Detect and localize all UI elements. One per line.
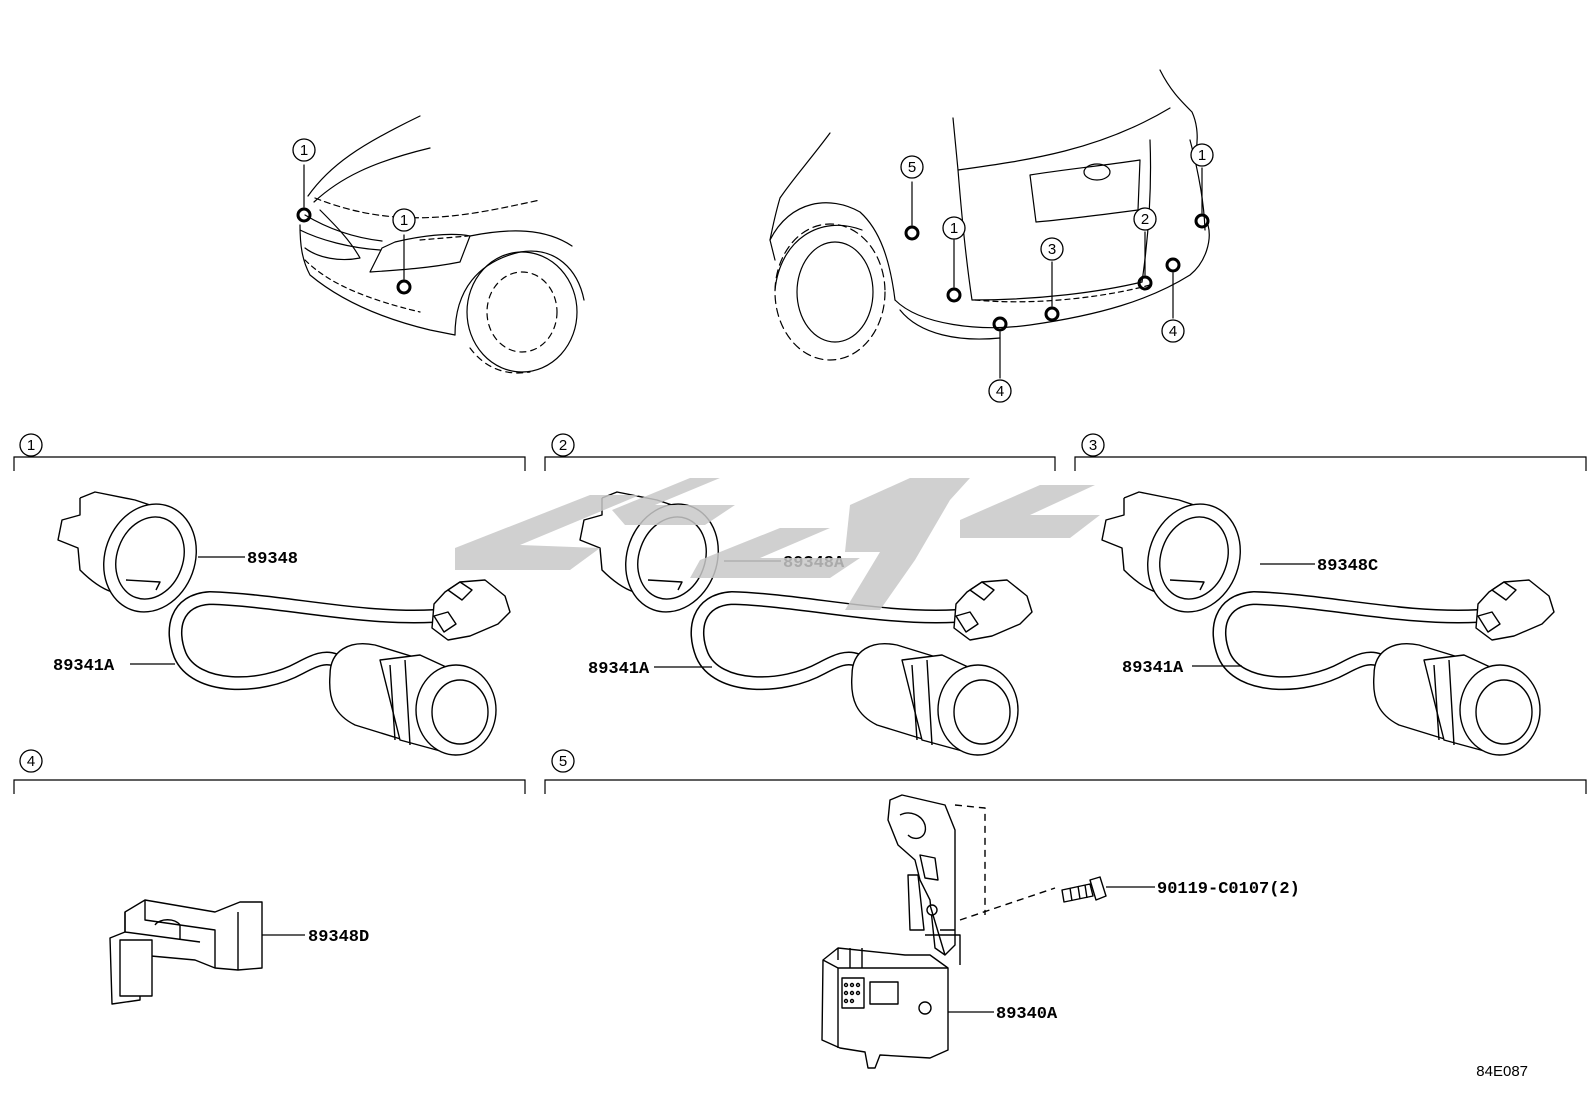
bracket-89348D xyxy=(109,899,263,1005)
sensor-assembly-3 xyxy=(1102,491,1554,755)
part-label-89341A-2: 89341A xyxy=(588,660,650,679)
section-markers: 1 2 3 4 5 xyxy=(19,433,1105,773)
callout-2-rear: 2 xyxy=(1141,211,1149,228)
section-marker-1: 1 xyxy=(27,437,35,454)
module-89340A xyxy=(821,794,1056,1069)
section-marker-5: 5 xyxy=(559,753,567,770)
callout-5-rear: 5 xyxy=(908,159,916,176)
part-label-89341A-1: 89341A xyxy=(53,657,115,676)
callout-1-rear-right: 1 xyxy=(1198,147,1206,164)
part-label-89340A: 89340A xyxy=(996,1005,1058,1024)
callout-1-front-right: 1 xyxy=(400,212,408,229)
part-label-89348C: 89348C xyxy=(1317,557,1378,576)
callout-1-front-left: 1 xyxy=(300,142,308,159)
part-label-89348: 89348 xyxy=(247,550,298,569)
rear-vehicle-view xyxy=(769,69,1210,379)
section-marker-3: 3 xyxy=(1089,437,1097,454)
front-callouts: 1 1 xyxy=(292,138,416,232)
bolt-90119-C0107 xyxy=(1061,876,1107,903)
part-label-90119-C0107: 90119-C0107(2) xyxy=(1157,880,1300,899)
section-brackets xyxy=(13,456,1587,794)
section-marker-4: 4 xyxy=(27,753,35,770)
callout-1-rear-left: 1 xyxy=(950,220,958,237)
front-vehicle-view xyxy=(296,115,585,374)
section-marker-2: 2 xyxy=(559,437,567,454)
callout-3-rear: 3 xyxy=(1048,241,1056,258)
callout-4-rear-right: 4 xyxy=(1169,323,1177,340)
drawing-id: 84E087 xyxy=(1476,1063,1528,1080)
sensor-assembly-1 xyxy=(57,491,511,756)
part-label-89341A-3: 89341A xyxy=(1122,659,1184,678)
callout-4-rear-left: 4 xyxy=(996,383,1004,400)
rear-callouts: 5 1 3 2 1 4 4 xyxy=(900,143,1214,403)
part-label-89348D: 89348D xyxy=(308,928,369,947)
watermark-logo xyxy=(455,478,1100,610)
